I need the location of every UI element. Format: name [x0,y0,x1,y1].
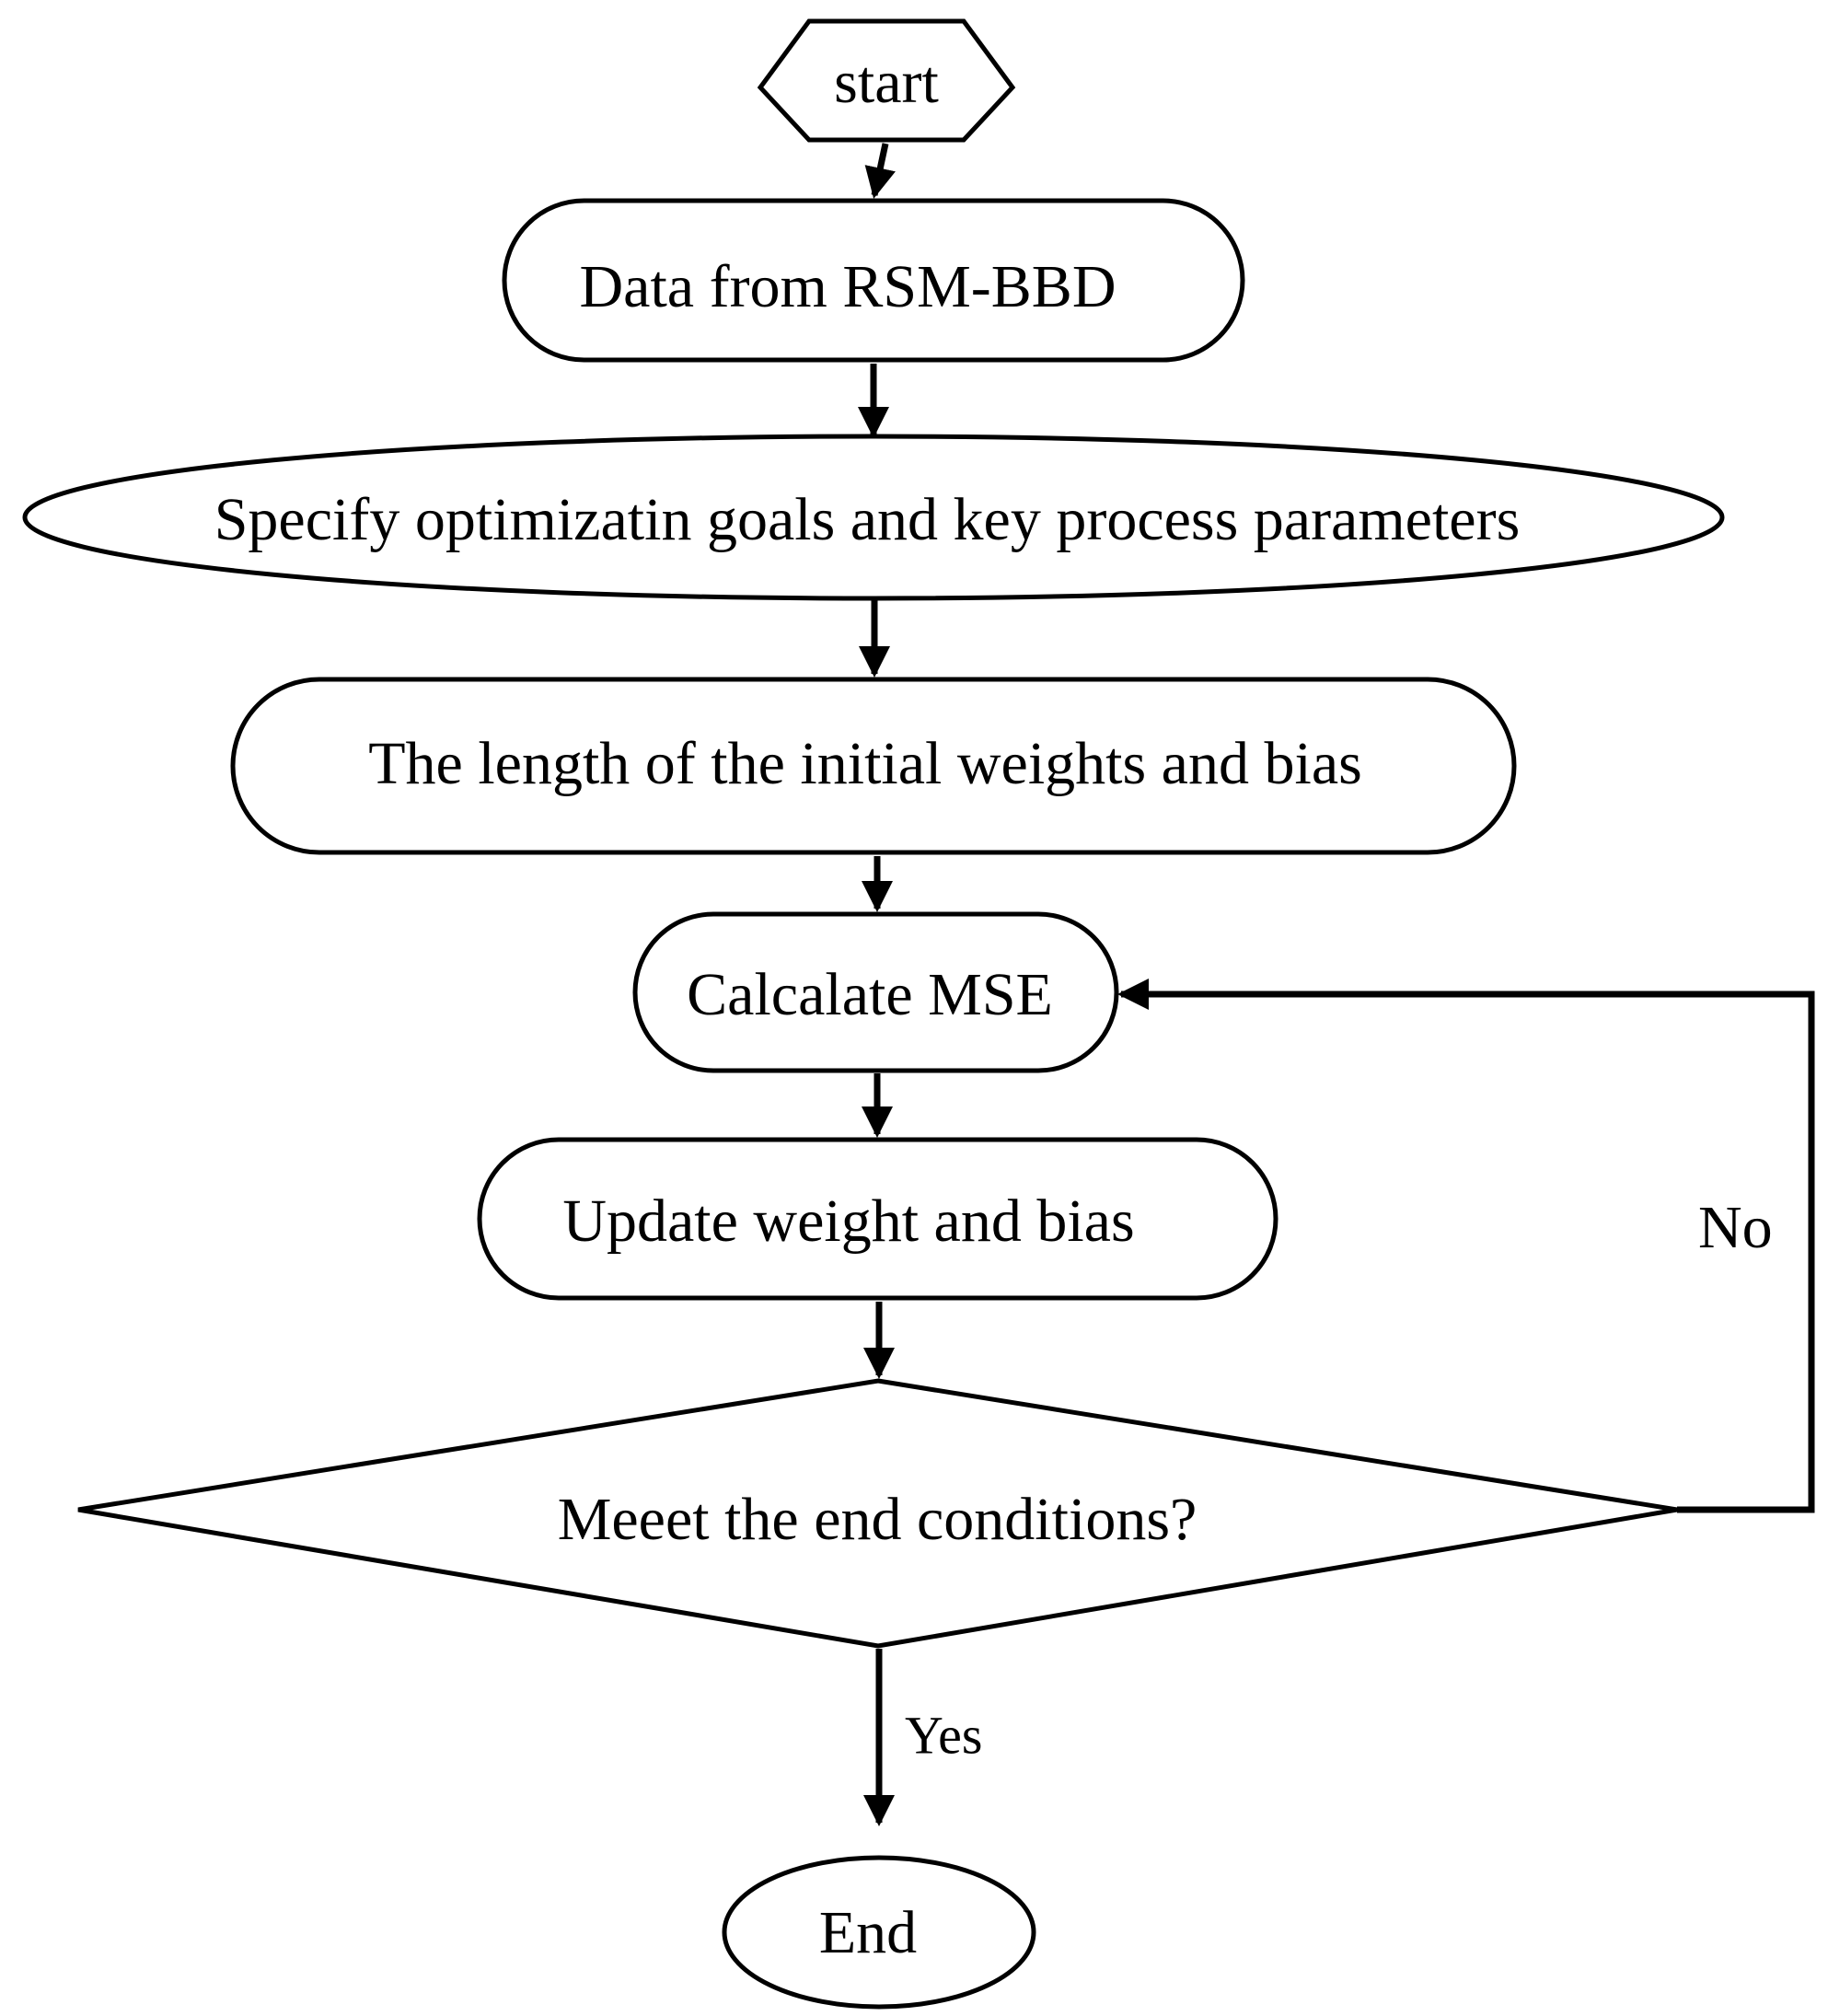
update-weight-label: Update weight and bias [562,1188,1134,1255]
start-node: start [757,18,1016,143]
specify-goals-label: Specify optimizatin goals and key proces… [214,486,1521,553]
end-label: End [819,1899,917,1966]
yes-edge-label: Yes [905,1705,982,1765]
data-from-rsm-bbd-label: Data from RSM-BBD [580,253,1116,320]
arrow-no-loop-to-mse [1117,979,1815,1513]
calculate-mse-node: Calcalate MSE [632,911,1119,1073]
calculate-mse-label: Calcalate MSE [687,961,1053,1028]
arrow-start-to-data [864,143,896,199]
specify-goals-node: Specify optimizatin goals and key proces… [22,434,1725,601]
end-conditions-label: Meeet the end conditions? [558,1486,1197,1553]
initial-weights-label: The length of the initial weights and bi… [368,730,1362,797]
initial-weights-node: The length of the initial weights and bi… [230,677,1517,855]
end-conditions-decision: Meeet the end conditions? [77,1378,1678,1649]
update-weight-node: Update weight and bias [477,1137,1278,1301]
end-node: End [722,1855,1036,2010]
no-edge-label: No [1698,1194,1773,1261]
data-from-rsm-bbd-node: Data from RSM-BBD [502,198,1245,363]
start-label: start [834,49,939,116]
